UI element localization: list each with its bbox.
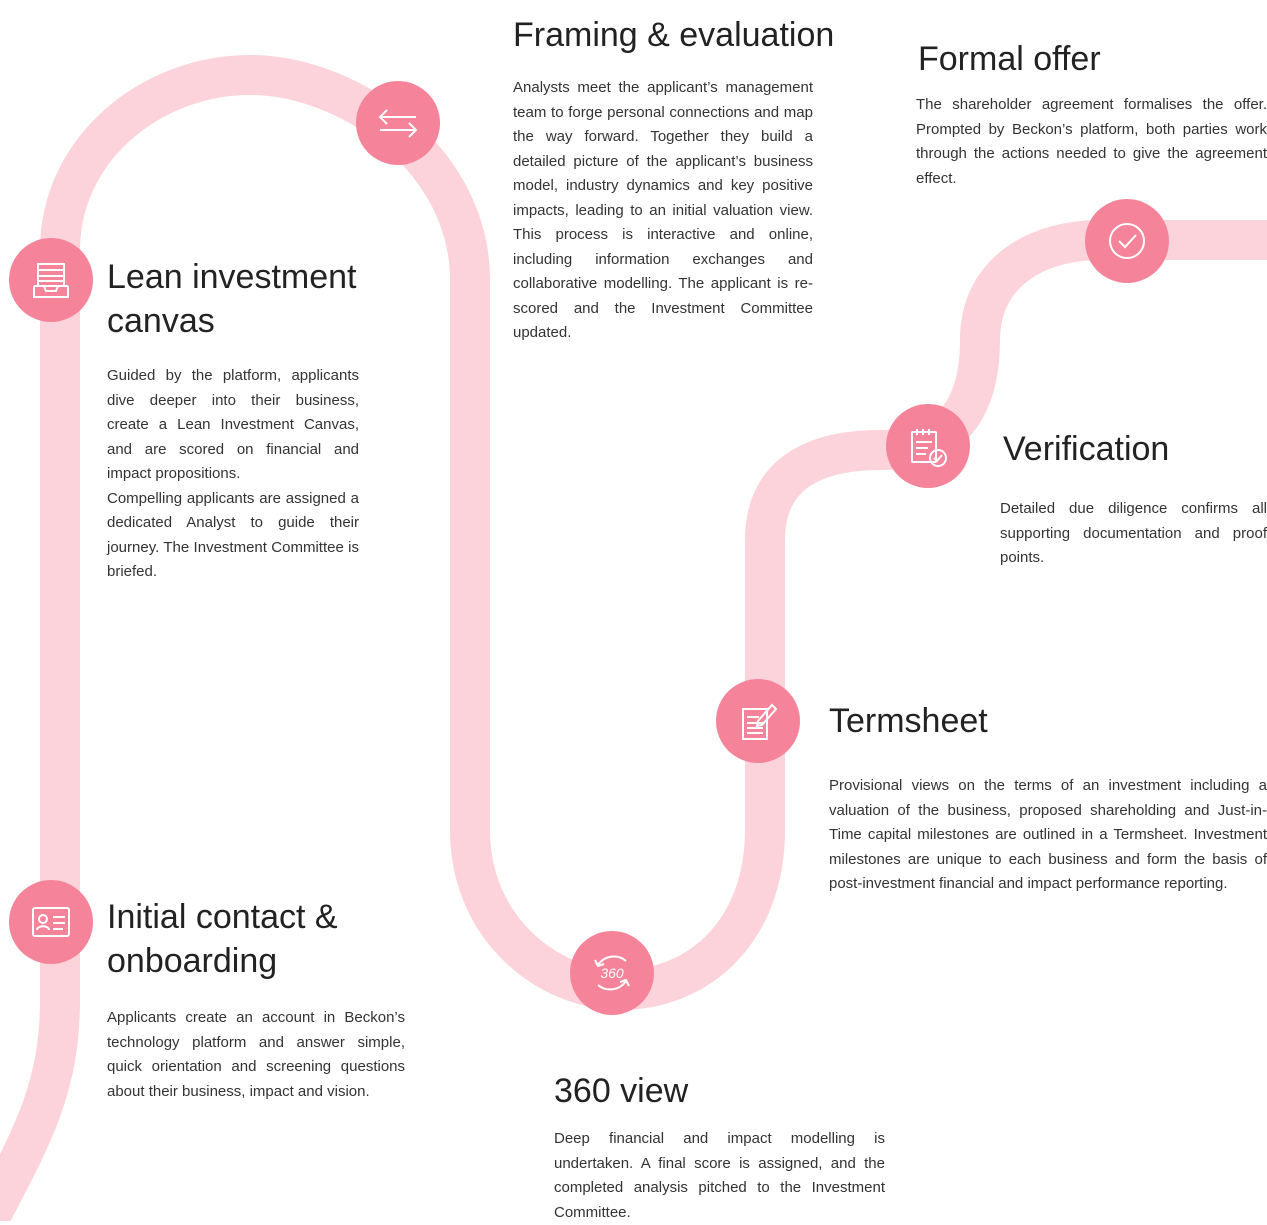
step-termsheet-text: Provisional views on the terms of an inv… [829, 777, 1267, 892]
step-verification-text: Detailed due diligence confirms all supp… [1000, 500, 1267, 566]
checkmark-circle-icon [1109, 223, 1145, 259]
step-termsheet-title: Termsheet [829, 702, 988, 740]
document-pen-icon [742, 703, 778, 740]
step-360-icon-badge: 360 [570, 931, 654, 1015]
step-initial-contact-text: Applicants create an account in Beckon’s… [107, 1009, 405, 1100]
step-lean-canvas-title: Lean investment canvas [107, 258, 357, 340]
step-360-title: 360 view [554, 1072, 689, 1110]
step-initial-contact-title: Initial contact & onboarding [107, 898, 338, 980]
step-initial-contact-icon-badge [9, 880, 93, 964]
id-card-icon [32, 907, 70, 937]
step-formal-offer-text: The shareholder agreement formalises the… [916, 96, 1267, 187]
step-framing-text: Analysts meet the applicant’s management… [513, 79, 813, 341]
step-framing-icon-badge [356, 81, 440, 165]
step-lean-canvas-icon-badge [9, 238, 93, 322]
journey-path-line [0, 55, 1267, 1221]
step-verification-title: Verification [1003, 430, 1170, 468]
step-360-text: Deep financial and impact modelling is u… [554, 1130, 885, 1221]
step-formal-offer-title: Formal offer [918, 40, 1101, 78]
checklist-icon [911, 429, 947, 467]
step-lean-canvas-text: Guided by the platform, applicants dive … [107, 367, 359, 580]
step-verification-icon-badge [886, 404, 970, 488]
rotate-360-label: 360 [600, 965, 624, 981]
rotate-360-icon: 360 [594, 955, 630, 991]
step-formal-offer-icon-badge [1085, 199, 1169, 283]
exchange-arrows-icon [378, 109, 418, 138]
inbox-tray-icon [33, 263, 69, 298]
step-termsheet-icon-badge [716, 679, 800, 763]
step-framing-title: Framing & evaluation [513, 16, 835, 54]
